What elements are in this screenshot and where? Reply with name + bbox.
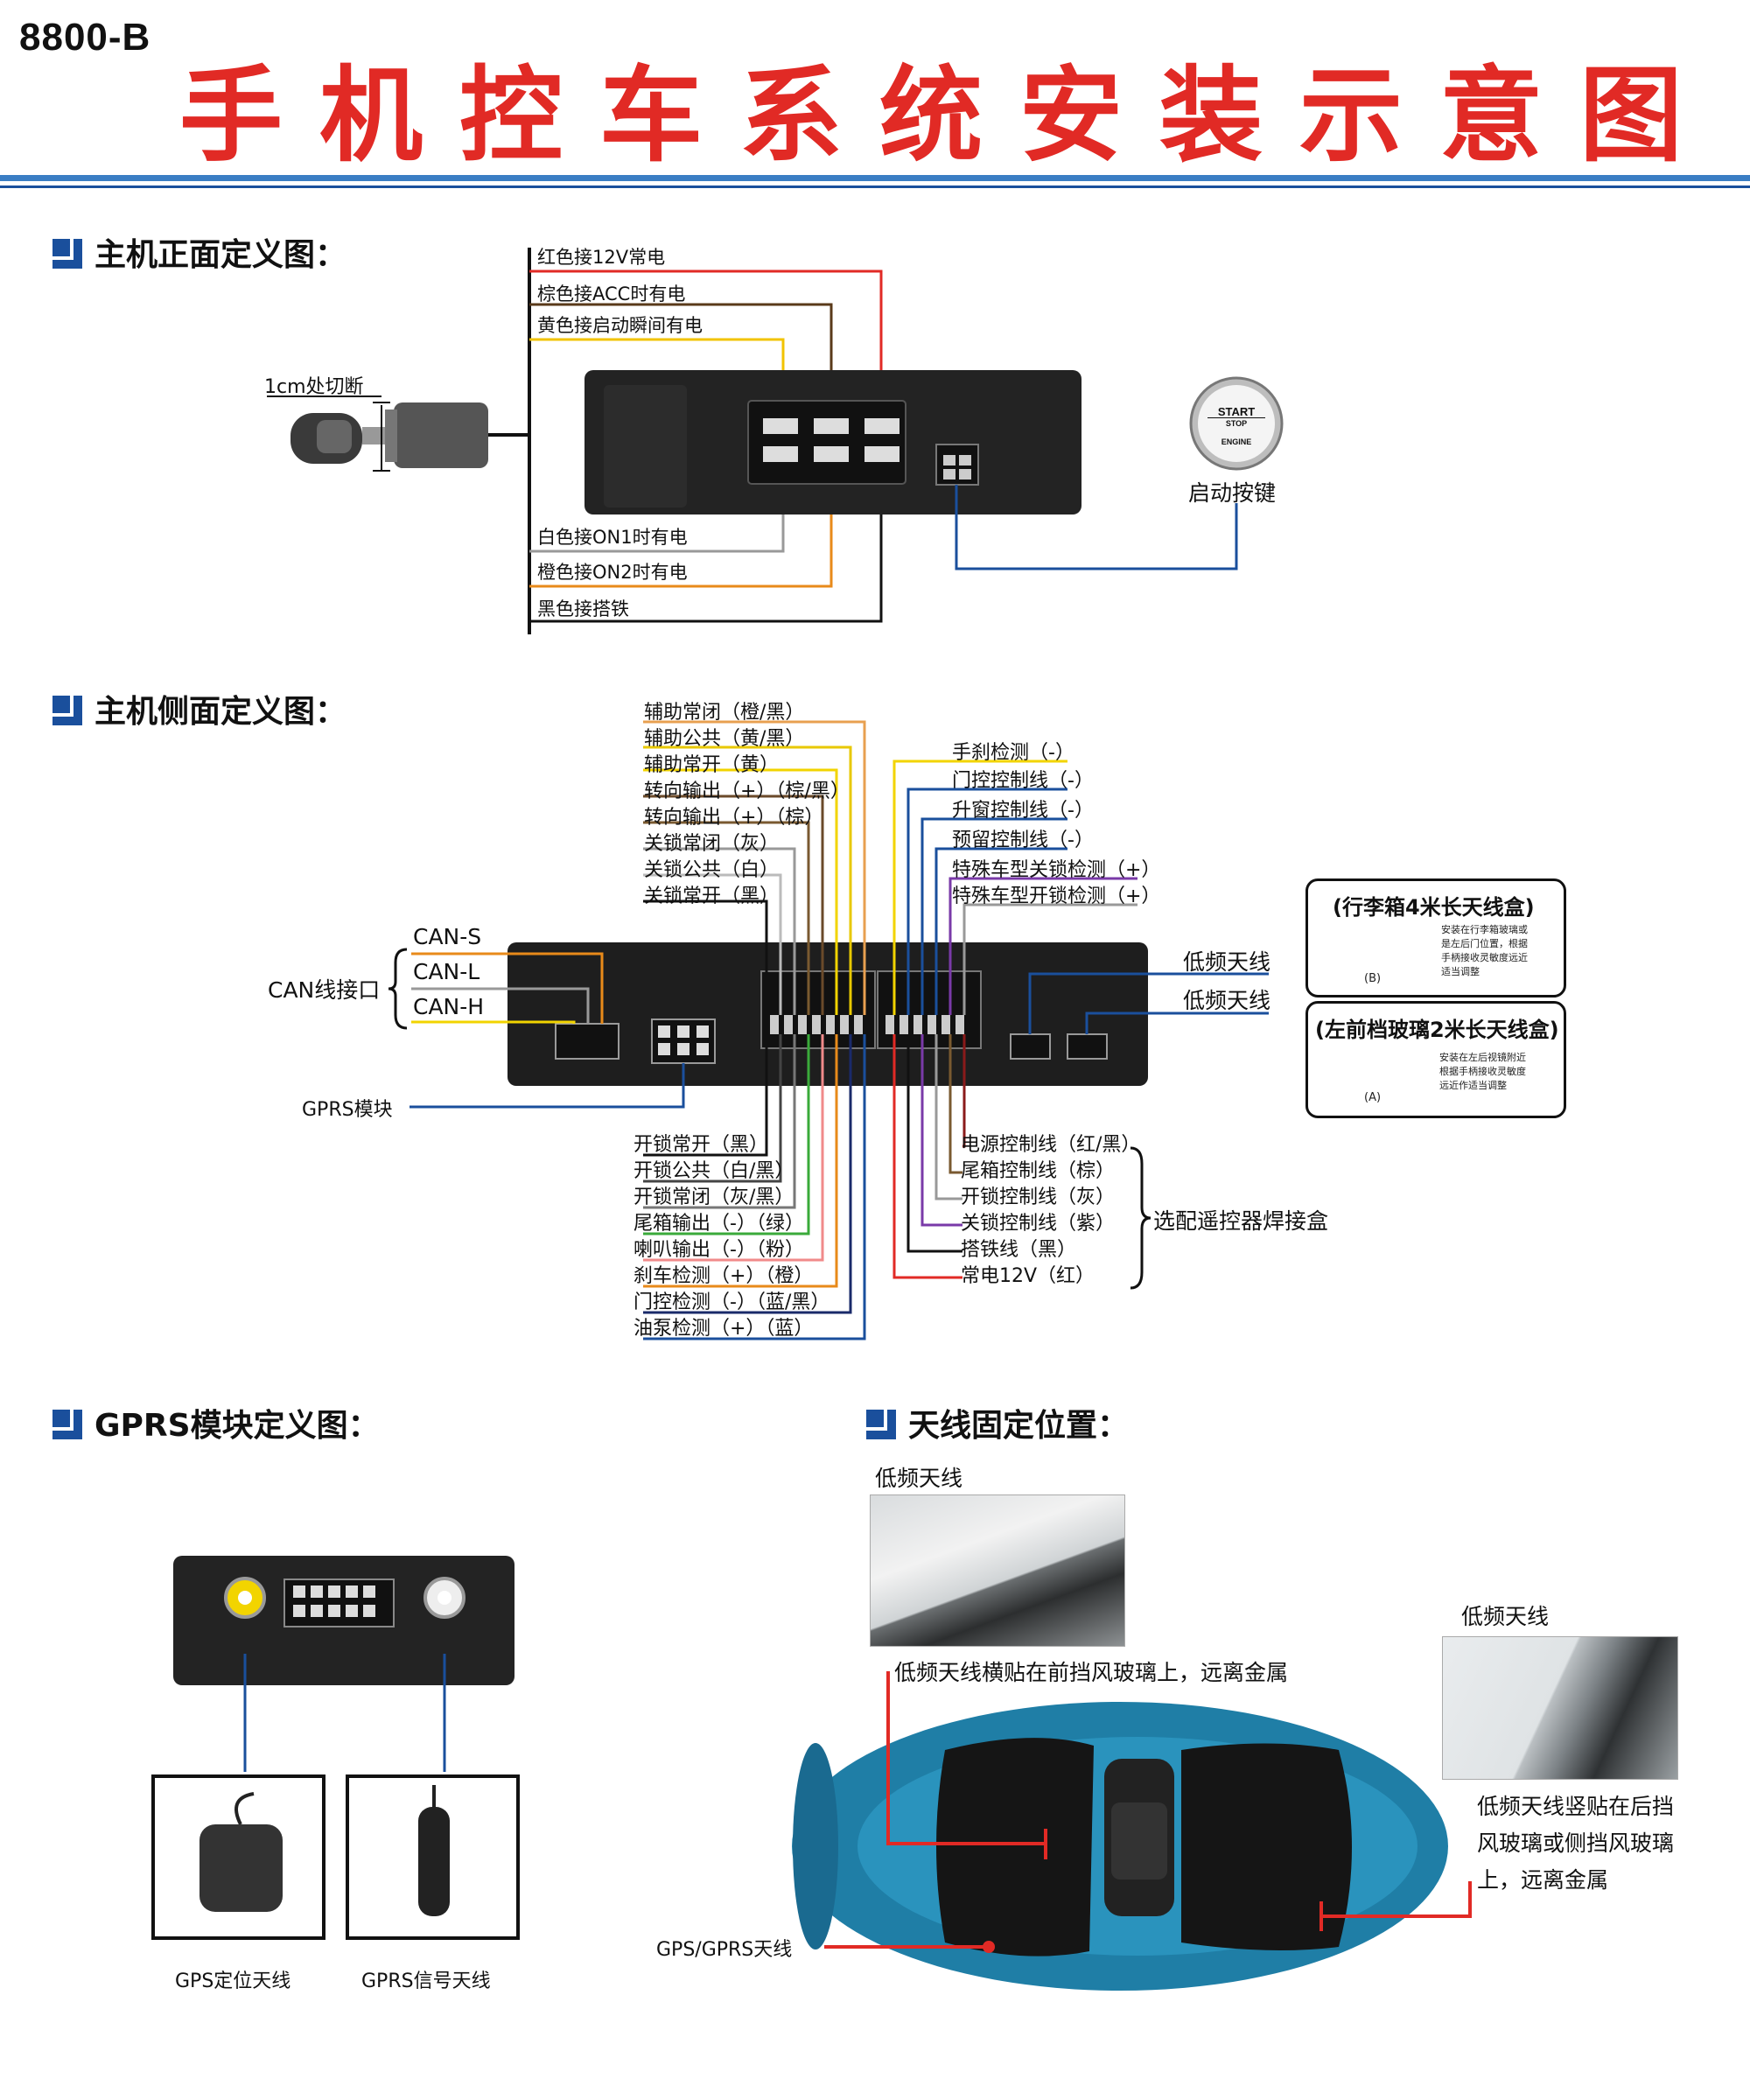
wire-label: 刹车检测（+）（橙） [634, 1265, 814, 1287]
wire-label: 关锁常开（黑） [644, 886, 780, 907]
lf-rear-desc: 低频天线竖贴在后挡 风玻璃或侧挡风玻璃 上，远离金属 [1477, 1794, 1675, 1893]
wire-label: 常电12V（红） [961, 1265, 1096, 1287]
wire-label: 棕色接ACC时有电 [537, 284, 686, 304]
antenna-box-b-desc: 安装在行李箱玻璃或 是左后门位置，根据 手柄接收灵敏度远近 适当调整 [1441, 924, 1528, 977]
rear-window-photo [1442, 1636, 1678, 1780]
wire-label: 搭铁线（黑） [961, 1239, 1077, 1261]
wire-label: 黑色接搭铁 [537, 598, 629, 620]
wire-label: 关锁公共（白） [644, 859, 780, 881]
wire-label: 升窗控制线（-） [952, 800, 1094, 822]
section-marker-icon [52, 1410, 82, 1439]
antenna-box-a: (左前档玻璃2米长天线盒) 安装在左后视镜附近 根据手柄接收灵敏度 远近作适当调… [1306, 1001, 1566, 1118]
wire-label: 门控检测（-）（蓝/黑） [634, 1292, 830, 1313]
gprs-antenna-label: GPRS信号天线 [361, 1970, 491, 1992]
wire-label: 电源控制线（红/黑） [961, 1134, 1141, 1156]
wire-label: 关锁常闭（灰） [644, 833, 780, 855]
wire-label: 辅助常开（黄） [644, 754, 780, 776]
wire-label: 开锁公共（白/黑） [634, 1160, 794, 1182]
section-title-side: 主机侧面定义图： [52, 686, 346, 732]
can-line-label: CAN-H [413, 994, 485, 1019]
windshield-photo [870, 1494, 1125, 1647]
lf-rear-title: 低频天线 [1461, 1604, 1550, 1629]
wire-label: 喇叭输出（-）（粉） [634, 1239, 804, 1261]
wire-label: 预留控制线（-） [952, 830, 1094, 851]
wire-label: 开锁控制线（灰） [961, 1186, 1116, 1208]
section-title-front: 主机正面定义图： [52, 229, 346, 275]
wire-label: 尾箱输出（-）（绿） [634, 1213, 804, 1235]
section-marker-icon [52, 696, 82, 725]
remote-box-label: 选配遥控器焊接盒 [1153, 1208, 1329, 1234]
start-button-label: 启动按键 [1188, 480, 1277, 506]
wire-label: 黄色接启动瞬间有电 [537, 315, 703, 336]
wire-label: 特殊车型开锁检测（+） [952, 886, 1161, 907]
antenna-box-b: (行李箱4米长天线盒) 安装在行李箱玻璃或 是左后门位置，根据 手柄接收灵敏度远… [1306, 878, 1566, 998]
lf-antenna-label: 低频天线 [1183, 949, 1271, 975]
wire-label: 转向输出（+）（棕） [644, 807, 824, 829]
wire-label: 橙色接ON2时有电 [537, 562, 688, 583]
can-interface-label: CAN线接口 [268, 977, 381, 1003]
wire-label: 辅助公共（黄/黑） [644, 728, 805, 750]
wire-label: 转向输出（+）（棕/黑） [644, 780, 850, 802]
section-title-antenna: 天线固定位置： [866, 1400, 1129, 1446]
wire-label: 白色接ON1时有电 [537, 527, 688, 548]
can-line-label: CAN-L [413, 959, 480, 984]
wire-label: 红色接12V常电 [537, 247, 666, 268]
gps-gprs-antenna-label: GPS/GPRS天线 [656, 1939, 793, 1961]
wire-label: 开锁常开（黑） [634, 1134, 769, 1156]
antenna-box-a-desc: 安装在左后视镜附近 根据手柄接收灵敏度 远近作适当调整 [1439, 1052, 1526, 1091]
lf-front-desc: 低频天线横贴在前挡风玻璃上，远离金属 [894, 1660, 1289, 1685]
gprs-module-label: GPRS模块 [302, 1099, 393, 1121]
page-title: 手机控车系统安装示意图 [179, 55, 1720, 176]
gps-antenna-label: GPS定位天线 [175, 1970, 291, 1992]
cut-label: 1cm处切断 [264, 376, 364, 398]
wire-label: 开锁常闭（灰/黑） [634, 1186, 794, 1208]
wire-label: 油泵检测（+）（蓝） [634, 1318, 814, 1340]
wire-label: 关锁控制线（紫） [961, 1213, 1116, 1235]
model-number: 8800-B [19, 16, 151, 59]
wire-label: 特殊车型关锁检测（+） [952, 859, 1161, 881]
section-title-gprs: GPRS模块定义图： [52, 1400, 380, 1446]
lf-front-title: 低频天线 [875, 1466, 963, 1491]
wire-label: 尾箱控制线（棕） [961, 1160, 1116, 1182]
section-marker-icon [52, 239, 82, 269]
wire-label: 门控控制线（-） [952, 770, 1094, 792]
lf-antenna-label: 低频天线 [1183, 988, 1271, 1013]
start-button-icon: START STOP ENGINE [1208, 406, 1265, 448]
section-marker-icon [866, 1410, 896, 1439]
wire-label: 辅助常闭（橙/黑） [644, 702, 805, 724]
wire-label: 手刹检测（-） [952, 742, 1074, 764]
can-line-label: CAN-S [413, 924, 482, 949]
